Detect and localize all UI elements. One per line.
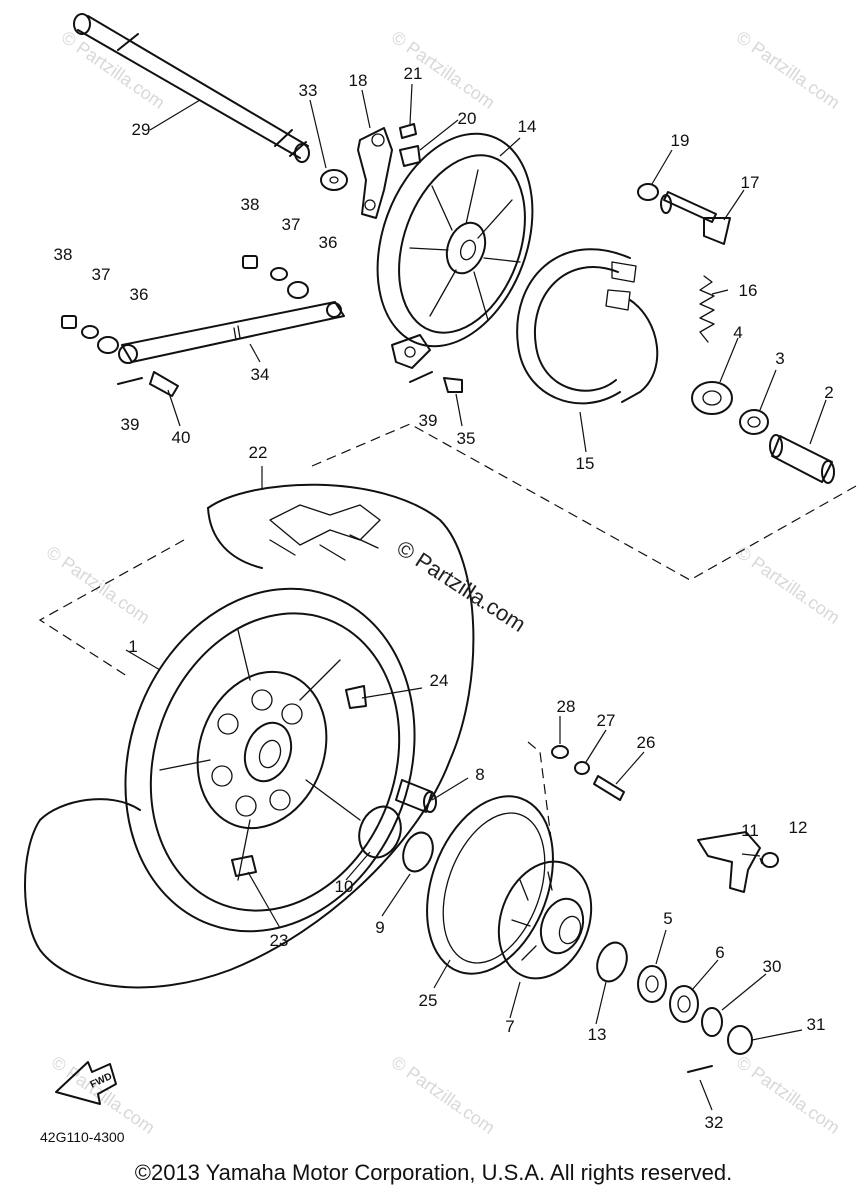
part-bolt-and-plate	[399, 123, 421, 167]
label-26: 26	[637, 733, 656, 752]
watermark-tile: © Partzilla.com	[733, 1052, 844, 1138]
label-16: 16	[739, 281, 758, 300]
part-wheel	[124, 587, 416, 933]
label-22: 22	[249, 443, 268, 462]
label-24: 24	[430, 671, 449, 690]
part-cotter-pin	[687, 1065, 713, 1073]
label-21: 21	[404, 64, 423, 83]
label-25: 25	[419, 991, 438, 1010]
label-5: 5	[663, 909, 672, 928]
watermark-center: © Partzilla.com	[392, 535, 530, 637]
part-nut-washers-upper	[242, 255, 309, 299]
part-spacer-8	[395, 779, 437, 813]
label-2: 2	[824, 383, 833, 402]
part-o-ring-9	[402, 831, 434, 873]
part-valve	[345, 685, 367, 709]
diagram-code: 42G110-4300	[40, 1129, 125, 1145]
label-1: 1	[128, 637, 137, 656]
label-38-upper: 38	[241, 195, 260, 214]
label-40: 40	[172, 428, 191, 447]
label-12: 12	[789, 818, 808, 837]
part-nut-washers-lower	[61, 315, 119, 354]
part-camshaft	[660, 191, 731, 245]
label-10: 10	[335, 877, 354, 896]
part-o-ring-10	[358, 805, 402, 859]
label-15: 15	[576, 454, 595, 473]
label-13: 13	[588, 1025, 607, 1044]
label-27: 27	[597, 711, 616, 730]
part-tension-bar	[118, 301, 345, 364]
part-o-ring-13	[596, 941, 628, 983]
watermark-tile: © Partzilla.com	[733, 27, 844, 113]
label-32: 32	[705, 1113, 724, 1132]
part-number-labels: 29 33 18 21 20 14 19 17 38 37 36 38 37 3…	[54, 64, 834, 1132]
watermark-tile: © Partzilla.com	[58, 27, 169, 113]
part-bolts-pins	[117, 371, 463, 397]
part-bracket-11	[697, 831, 761, 893]
part-washer	[320, 169, 348, 191]
label-29: 29	[132, 120, 151, 139]
label-20: 20	[458, 109, 477, 128]
label-36-lower: 36	[130, 285, 149, 304]
part-spring	[699, 275, 715, 343]
copyright-footer: ©2013 Yamaha Motor Corporation, U.S.A. A…	[134, 1160, 733, 1185]
watermark-tile: © Partzilla.com	[43, 542, 154, 628]
label-36-upper: 36	[319, 233, 338, 252]
label-33: 33	[299, 81, 318, 100]
label-4: 4	[733, 323, 742, 342]
part-bolts-26-28	[551, 745, 625, 801]
part-axle	[73, 13, 310, 163]
label-28: 28	[557, 697, 576, 716]
part-washer-19	[637, 183, 659, 201]
label-37-lower: 37	[92, 265, 111, 284]
part-brake-shoes	[516, 248, 659, 405]
part-bearings-5-6-30-31	[637, 965, 753, 1055]
label-3: 3	[775, 349, 784, 368]
label-37-upper: 37	[282, 215, 301, 234]
label-23: 23	[270, 931, 289, 950]
assembly-dash-lines	[38, 423, 857, 847]
part-nut-12	[761, 852, 779, 868]
leader-lines	[125, 83, 827, 1111]
watermark-tile: © Partzilla.com	[388, 1052, 499, 1138]
part-tire	[24, 483, 475, 989]
part-cam-lever	[357, 127, 393, 219]
part-cover-ring	[426, 795, 554, 975]
label-31: 31	[807, 1015, 826, 1034]
label-9: 9	[375, 918, 384, 937]
part-brake-shoe-plate	[376, 132, 534, 369]
label-39-right: 39	[419, 411, 438, 430]
label-7: 7	[505, 1017, 514, 1036]
part-balance-weight	[231, 855, 257, 877]
part-oil-seal-3	[739, 409, 769, 435]
label-6: 6	[715, 943, 724, 962]
label-18: 18	[349, 71, 368, 90]
label-34: 34	[251, 365, 270, 384]
label-19: 19	[671, 131, 690, 150]
part-sprocket-hub	[497, 860, 593, 980]
label-11: 11	[741, 821, 759, 840]
label-35: 35	[457, 429, 476, 448]
part-collar	[769, 434, 835, 484]
label-30: 30	[763, 957, 782, 976]
watermark-tile: © Partzilla.com	[733, 542, 844, 628]
label-38-lower: 38	[54, 245, 73, 264]
label-14: 14	[518, 117, 537, 136]
label-8: 8	[475, 765, 484, 784]
label-39-left: 39	[121, 415, 140, 434]
part-bearing-4	[691, 381, 733, 415]
label-17: 17	[741, 173, 760, 192]
